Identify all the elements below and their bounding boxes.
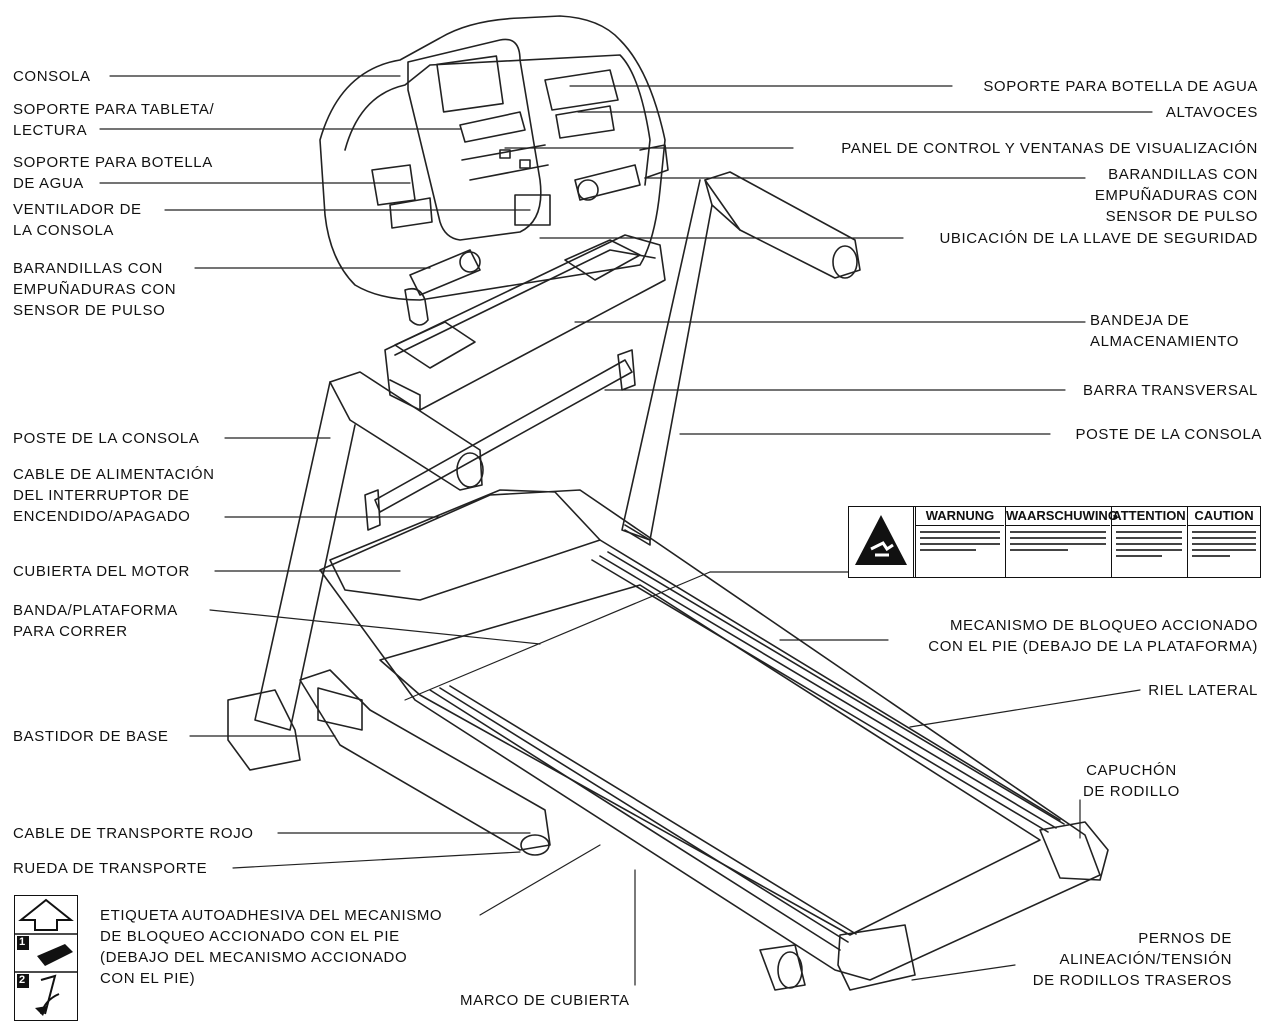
foot-step-2: 2 xyxy=(19,974,26,986)
foot-step-1: 1 xyxy=(19,936,26,948)
label-capuchon: CAPUCHÓN DE RODILLO xyxy=(1083,762,1180,800)
label-poste-der: POSTE DE LA CONSOLA xyxy=(1075,426,1262,443)
label-mecanismo-bloqueo: MECANISMO DE BLOQUEO ACCIONADO CON EL PI… xyxy=(928,617,1258,655)
label-barra-transversal: BARRA TRANSVERSAL xyxy=(1083,382,1258,399)
label-llave-seguridad: UBICACIÓN DE LA LLAVE DE SEGURIDAD xyxy=(939,230,1258,247)
foot-lock-sticker-icon: 1 2 xyxy=(14,895,78,1021)
warning-col-de: WARNUNG xyxy=(915,507,1004,577)
right-post-drawing xyxy=(621,171,861,546)
deck-drawing xyxy=(299,489,1109,991)
label-riel-lateral: RIEL LATERAL xyxy=(1148,682,1258,699)
label-barandillas-izq: BARANDILLAS CON EMPUÑADURAS CON SENSOR D… xyxy=(13,260,177,319)
label-barandillas-der: BARANDILLAS CON EMPUÑADURAS CON SENSOR D… xyxy=(1094,166,1258,225)
label-soporte-tableta: SOPORTE PARA TABLETA/ LECTURA xyxy=(13,101,215,139)
label-pernos: PERNOS DE ALINEACIÓN/TENSIÓN DE RODILLOS… xyxy=(1032,930,1232,989)
label-bastidor: BASTIDOR DE BASE xyxy=(13,728,169,745)
storage-tray-drawing xyxy=(384,234,666,411)
label-altavoces: ALTAVOCES xyxy=(1165,104,1258,121)
label-cubierta-motor: CUBIERTA DEL MOTOR xyxy=(13,563,190,580)
warning-triangle-icon xyxy=(849,507,914,577)
label-ventilador: VENTILADOR DE LA CONSOLA xyxy=(13,201,142,239)
label-poste-izq: POSTE DE LA CONSOLA xyxy=(13,430,200,447)
label-marco-cubierta: MARCO DE CUBIERTA xyxy=(460,992,630,1009)
warning-col-fr: ATTENTION xyxy=(1111,507,1186,577)
label-soporte-botella-izq: SOPORTE PARA BOTELLA DE AGUA xyxy=(13,154,213,192)
warning-sticker: WARNUNG WAARSCHUWING ATTENTION CAUTION xyxy=(848,506,1261,578)
label-consola: CONSOLA xyxy=(13,68,91,85)
cross-bar-drawing xyxy=(364,349,636,531)
label-cable-alimentacion: CABLE DE ALIMENTACIÓN DEL INTERRUPTOR DE… xyxy=(13,466,215,525)
console-drawing xyxy=(319,15,669,326)
label-panel-control: PANEL DE CONTROL Y VENTANAS DE VISUALIZA… xyxy=(841,140,1258,157)
label-bandeja: BANDEJA DE ALMACENAMIENTO xyxy=(1090,312,1239,350)
label-cable-transporte: CABLE DE TRANSPORTE ROJO xyxy=(13,825,254,842)
label-banda: BANDA/PLATAFORMA PARA CORRER xyxy=(13,602,178,640)
left-post-drawing xyxy=(227,371,484,771)
label-etiqueta: ETIQUETA AUTOADHESIVA DEL MECANISMO DE B… xyxy=(100,907,443,987)
warning-col-en: CAUTION xyxy=(1187,507,1260,577)
warning-col-nl: WAARSCHUWING xyxy=(1005,507,1118,577)
label-rueda-transporte: RUEDA DE TRANSPORTE xyxy=(13,860,208,877)
label-soporte-botella-der: SOPORTE PARA BOTELLA DE AGUA xyxy=(983,78,1258,95)
